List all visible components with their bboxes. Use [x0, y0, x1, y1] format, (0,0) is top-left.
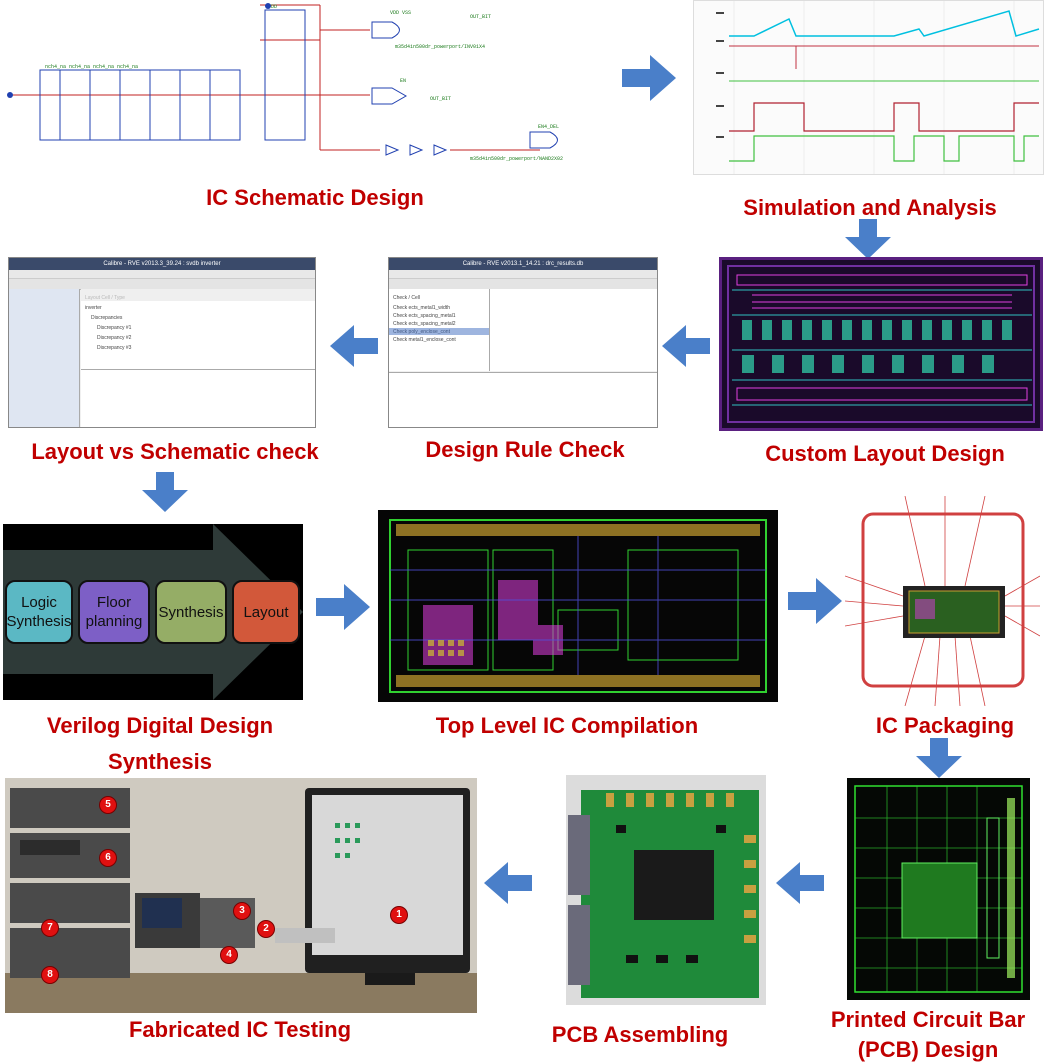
simulation-panel	[693, 0, 1044, 175]
drc-window: Calibre - RVE v2013.1_14.21 : drc_result…	[388, 257, 658, 428]
top-level-drawing	[389, 519, 767, 693]
verilog-flow-panel: Logic Synthesis Floor planning Synthesis…	[3, 524, 303, 700]
svg-text:Check metal1_enclose_cont: Check metal1_enclose_cont	[393, 337, 456, 343]
testing-bench-drawing	[5, 778, 477, 1013]
pcb-design-drawing	[854, 785, 1023, 993]
drc-titlebar: Calibre - RVE v2013.1_14.21 : drc_result…	[389, 258, 657, 270]
custom-layout-panel	[719, 257, 1043, 431]
caption-schematic: IC Schematic Design	[206, 185, 424, 210]
svg-text:m35d4in500dr_powerport/NAND2X0: m35d4in500dr_powerport/NAND2X02	[470, 156, 563, 162]
svg-text:Check ects_spacing_metal2: Check ects_spacing_metal2	[393, 321, 456, 327]
packaging-panel	[845, 496, 1040, 706]
packaging-drawing	[845, 496, 1040, 706]
svg-text:Discrepancy #2: Discrepancy #2	[97, 335, 132, 341]
flow-chevron-icon	[3, 524, 303, 700]
blue-arrow-icon	[622, 55, 676, 101]
svg-text:Check ects_metal1_width: Check ects_metal1_width	[393, 305, 450, 311]
caption-top-level: Top Level IC Compilation	[435, 713, 699, 738]
pcb-assembly-drawing	[566, 775, 766, 1005]
blue-arrow-icon	[845, 219, 891, 259]
caption-packaging: IC Packaging	[875, 713, 1015, 738]
svg-text:EN: EN	[400, 78, 406, 84]
svg-text:OUT_BIT: OUT_BIT	[470, 14, 491, 20]
svg-text:m35d4in500dr_powerport/INV01X4: m35d4in500dr_powerport/INV01X4	[395, 44, 485, 50]
test-badge-3: 3	[233, 902, 251, 920]
top-level-panel	[378, 510, 778, 702]
svg-text:Check / Cell: Check / Cell	[393, 295, 420, 301]
test-badge-2: 2	[257, 920, 275, 938]
simulation-waveforms	[716, 1, 1040, 174]
testing-photo: 1 2 3 4 5 6 7 8	[5, 778, 477, 1013]
test-badge-4: 4	[220, 946, 238, 964]
svg-text:Discrepancy #3: Discrepancy #3	[97, 345, 132, 351]
caption-testing: Fabricated IC Testing	[128, 1017, 352, 1042]
caption-pcb-assembling: PCB Assembling	[551, 1022, 729, 1047]
flow-step-logic-synthesis: Logic Synthesis	[5, 580, 73, 644]
blue-arrow-icon	[142, 472, 188, 512]
caption-pcb-design-line2: (PCB) Design	[857, 1037, 999, 1062]
caption-lvs: Layout vs Schematic check	[31, 439, 319, 464]
svg-text:inverter: inverter	[85, 305, 102, 311]
svg-text:Discrepancies: Discrepancies	[91, 315, 123, 321]
blue-arrow-icon	[788, 578, 842, 624]
svg-text:VDD: VDD	[268, 4, 277, 10]
lvs-window: Calibre - RVE v2013.3_39.24 : svdb inver…	[8, 257, 316, 428]
svg-text:EN4_DEL: EN4_DEL	[538, 124, 559, 130]
pcb-assembly-photo	[566, 775, 766, 1005]
svg-text:OUT_BIT: OUT_BIT	[430, 96, 451, 102]
caption-verilog-line2: Synthesis	[108, 749, 212, 774]
flow-step-synthesis: Synthesis	[155, 580, 227, 644]
svg-text:VDD VSS: VDD VSS	[390, 10, 411, 16]
flow-step-layout: Layout	[232, 580, 300, 644]
blue-arrow-icon	[916, 738, 962, 778]
caption-pcb-design-line1: Printed Circuit Bar	[830, 1007, 1026, 1032]
blue-arrow-icon	[662, 325, 710, 367]
blue-arrow-icon	[776, 862, 824, 904]
blue-arrow-icon	[316, 584, 370, 630]
svg-text:Check ects_spacing_metal1: Check ects_spacing_metal1	[393, 313, 456, 319]
test-badge-6: 6	[99, 849, 117, 867]
svg-text:Discrepancy #1: Discrepancy #1	[97, 325, 132, 331]
test-badge-1: 1	[390, 906, 408, 924]
test-badge-7: 7	[41, 919, 59, 937]
blue-arrow-icon	[330, 325, 378, 367]
caption-simulation: Simulation and Analysis	[743, 195, 997, 220]
caption-drc: Design Rule Check	[425, 437, 625, 462]
test-badge-8: 8	[41, 966, 59, 984]
caption-custom-layout: Custom Layout Design	[765, 441, 1005, 466]
test-badge-5: 5	[99, 796, 117, 814]
custom-layout-drawing	[727, 265, 1035, 423]
schematic-panel: nch4_na nch4_na nch4_na nch4_na VDD VDD V…	[0, 0, 605, 172]
svg-text:nch4_na nch4_na nch4_na nch4_n: nch4_na nch4_na nch4_na nch4_na	[45, 64, 138, 70]
flow-step-floor-planning: Floor planning	[78, 580, 150, 644]
caption-verilog-line1: Verilog Digital Design	[46, 713, 274, 738]
pcb-design-panel	[847, 778, 1030, 1000]
lvs-titlebar: Calibre - RVE v2013.3_39.24 : svdb inver…	[9, 258, 315, 270]
schematic-drawing: nch4_na nch4_na nch4_na nch4_na VDD VDD V…	[7, 3, 563, 162]
blue-arrow-icon	[484, 862, 532, 904]
